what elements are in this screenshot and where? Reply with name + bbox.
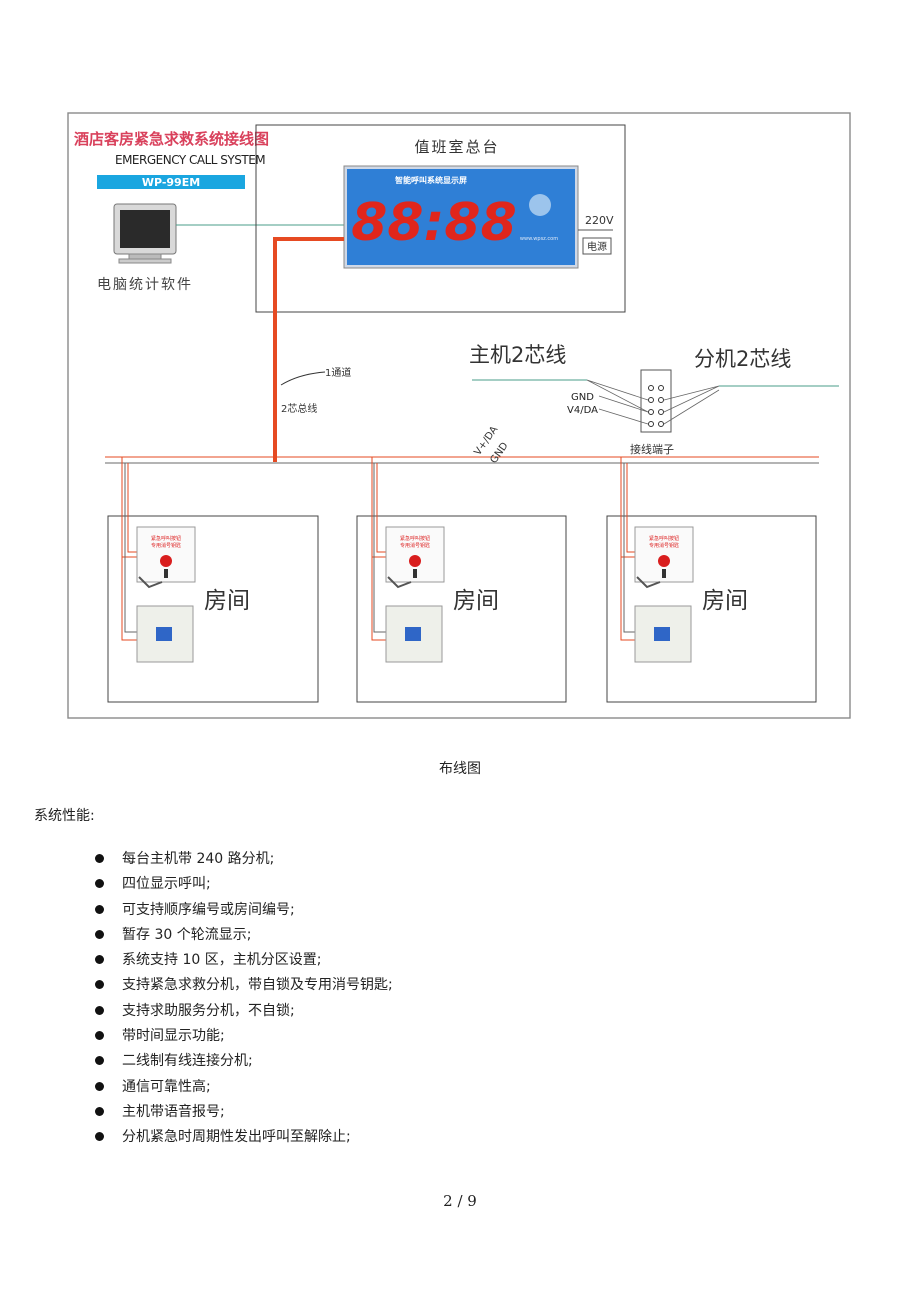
model-bar bbox=[97, 175, 245, 189]
bullet-icon bbox=[95, 904, 104, 914]
display-header: 智能呼叫系统显示屏 bbox=[395, 175, 467, 185]
feature-text: 暂存 30 个轮流显示; bbox=[122, 926, 252, 943]
duty-room-label: 值班室总台 bbox=[414, 138, 499, 156]
service-button-icon bbox=[405, 627, 421, 641]
feature-text: 通信可靠性高; bbox=[122, 1078, 211, 1095]
page-number: 2 / 9 bbox=[443, 1192, 477, 1210]
feature-text: 支持紧急求救分机，带自锁及专用消号钥匙; bbox=[122, 977, 393, 994]
bullet-icon bbox=[95, 1056, 104, 1066]
feature-text: 二线制有线连接分机; bbox=[122, 1053, 253, 1070]
feature-text: 带时间显示功能; bbox=[122, 1028, 225, 1045]
list-item: 通信可靠性高; bbox=[95, 1076, 393, 1101]
panel-text-1: 紧急呼叫按钮 bbox=[400, 535, 430, 542]
key-icon bbox=[387, 576, 412, 589]
list-item: 系统支持 10 区，主机分区设置; bbox=[95, 949, 393, 974]
power-box bbox=[582, 237, 612, 255]
diagram-title-cn: 酒店客房紧急求救系统接线图 bbox=[74, 130, 269, 148]
feature-text: 支持求助服务分机，不自锁; bbox=[122, 1002, 295, 1019]
panel-text-1: 紧急呼叫按钮 bbox=[649, 535, 679, 542]
list-item: 二线制有线连接分机; bbox=[95, 1050, 393, 1075]
bullet-icon bbox=[95, 854, 104, 863]
panel-text-2: 专用消号钥匙 bbox=[400, 542, 430, 549]
bullet-icon bbox=[95, 1005, 104, 1015]
room-label-1: 房间 bbox=[204, 588, 250, 614]
key-icon bbox=[138, 576, 163, 589]
feature-text: 每台主机带 240 路分机; bbox=[122, 851, 275, 867]
bullet-icon bbox=[95, 1081, 104, 1091]
bullet-icon bbox=[95, 1031, 104, 1041]
emergency-button-icon bbox=[160, 555, 172, 567]
main-display-unit: 智能呼叫系统显示屏 88:88 www.wpsz.com bbox=[343, 165, 579, 269]
room-label-2: 房间 bbox=[453, 588, 499, 614]
display-url: www.wpsz.com bbox=[520, 236, 558, 242]
list-item: 四位显示呼叫; bbox=[95, 873, 393, 898]
feature-text: 分机紧急时周期性发出呼叫至解除止; bbox=[122, 1129, 351, 1146]
panel-text-1: 紧急呼叫按钮 bbox=[151, 535, 181, 542]
main-bus-cable bbox=[273, 237, 344, 462]
voltage-label: 220V bbox=[585, 214, 614, 227]
service-button-icon bbox=[654, 627, 670, 641]
list-item: 可支持顺序编号或房间编号; bbox=[95, 899, 393, 924]
model-number: WP-99EM bbox=[142, 176, 200, 189]
bullet-icon bbox=[95, 980, 104, 990]
bullet-icon bbox=[95, 1106, 104, 1116]
bus-label: 2芯总线 bbox=[281, 402, 317, 415]
power-label: 电源 bbox=[587, 240, 607, 253]
diagram-caption: 布线图 bbox=[439, 761, 481, 777]
list-item: 每台主机带 240 路分机; bbox=[95, 848, 393, 873]
feature-list: 每台主机带 240 路分机; 四位显示呼叫; 可支持顺序编号或房间编号; 暂存 … bbox=[95, 848, 393, 1152]
room-2: 紧急呼叫按钮 专用消号钥匙 房间 bbox=[356, 457, 567, 703]
service-call-panel bbox=[136, 605, 194, 663]
panel-text-2: 专用消号钥匙 bbox=[649, 542, 679, 549]
v4da-label: V4/DA bbox=[567, 405, 598, 416]
room-label-3: 房间 bbox=[702, 588, 748, 614]
wiring-diagram: 酒店客房紧急求救系统接线图 EMERGENCY CALL SYSTEM WP-9… bbox=[67, 112, 851, 719]
key-icon bbox=[636, 576, 661, 589]
ext-2wire-label: 分机2芯线 bbox=[694, 347, 791, 371]
feature-text: 四位显示呼叫; bbox=[122, 876, 211, 893]
computer-monitor-icon bbox=[113, 203, 177, 264]
emergency-button-icon bbox=[409, 555, 421, 567]
list-item: 支持求助服务分机，不自锁; bbox=[95, 1000, 393, 1025]
section-title: 系统性能: bbox=[34, 808, 95, 824]
service-button-icon bbox=[156, 627, 172, 641]
list-item: 支持紧急求救分机，带自锁及专用消号钥匙; bbox=[95, 974, 393, 999]
list-item: 暂存 30 个轮流显示; bbox=[95, 924, 393, 949]
feature-text: 可支持顺序编号或房间编号; bbox=[122, 901, 295, 918]
room-3: 紧急呼叫按钮 专用消号钥匙 房间 bbox=[606, 457, 817, 703]
room-1: 紧急呼叫按钮 专用消号钥匙 房间 bbox=[107, 457, 319, 703]
duty-room-box bbox=[255, 124, 626, 313]
feature-text: 系统支持 10 区，主机分区设置; bbox=[122, 952, 322, 969]
bullet-icon bbox=[95, 879, 104, 889]
gnd-label: GND bbox=[571, 392, 594, 403]
feature-text: 主机带语音报号; bbox=[122, 1103, 225, 1120]
diagram-title-en: EMERGENCY CALL SYSTEM bbox=[115, 153, 265, 167]
list-item: 带时间显示功能; bbox=[95, 1025, 393, 1050]
main-2wire-label: 主机2芯线 bbox=[469, 343, 566, 367]
list-item: 主机带语音报号; bbox=[95, 1101, 393, 1126]
terminal-label: 接线端子 bbox=[630, 442, 674, 456]
terminal-block-icon bbox=[640, 369, 672, 433]
panel-text-2: 专用消号钥匙 bbox=[151, 542, 181, 549]
bullet-icon bbox=[95, 1132, 104, 1142]
list-item: 分机紧急时周期性发出呼叫至解除止; bbox=[95, 1126, 393, 1151]
display-digits: 88:88 bbox=[351, 193, 517, 253]
computer-label: 电脑统计软件 bbox=[97, 277, 193, 293]
channel-label: 1通道 bbox=[325, 366, 351, 379]
bullet-icon bbox=[95, 955, 104, 965]
speaker-icon bbox=[529, 194, 551, 216]
emergency-button-icon bbox=[658, 555, 670, 567]
bullet-icon bbox=[95, 929, 104, 939]
